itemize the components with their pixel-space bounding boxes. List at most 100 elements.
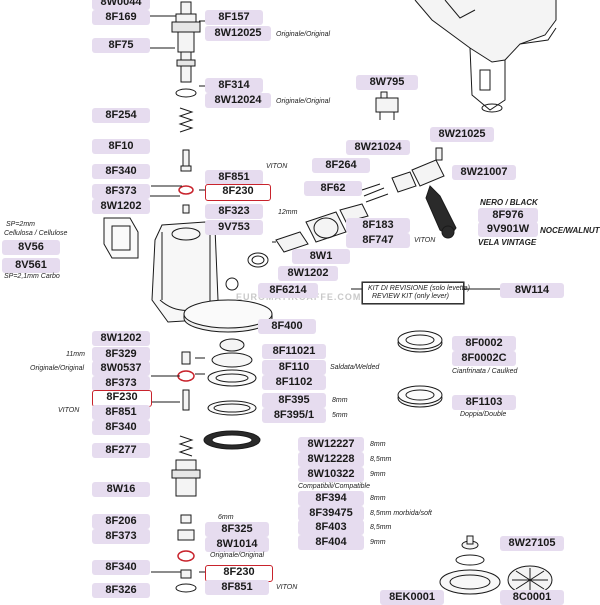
note-double: Doppia/Double (460, 411, 507, 418)
part-label-8F6214[interactable]: 8F6214 (258, 283, 318, 298)
part-label-8F403[interactable]: 8F403 (298, 520, 364, 535)
note-8-5mm-soft: 8,5mm morbida/soft (370, 510, 432, 517)
part-label-8F340-3[interactable]: 8F340 (92, 560, 150, 575)
note-viton: VITON (58, 407, 80, 414)
part-label-8F394[interactable]: 8F394 (298, 491, 364, 506)
part-label-8W114[interactable]: 8W114 (500, 283, 564, 298)
note-welded: Saldata/Welded (330, 364, 380, 371)
note-12mm: 12mm (278, 209, 298, 216)
note-original: Originale/Original (210, 552, 265, 559)
note-viton: VITON (414, 237, 436, 244)
note-original: Originale/Original (276, 31, 331, 38)
part-label-8V561[interactable]: 8V561 (2, 258, 60, 273)
note-cellulose: Cellulosa / Cellulose (4, 230, 68, 237)
part-label-8F373[interactable]: 8F373 (92, 184, 150, 199)
note-sp-2mm: SP=2mm (6, 221, 35, 228)
part-label-8F326[interactable]: 8F326 (92, 583, 150, 598)
part-label-8W12228[interactable]: 8W12228 (298, 452, 364, 467)
note-vela-vintage: VELA VINTAGE (478, 238, 537, 247)
part-label-8C0001[interactable]: 8C0001 (500, 590, 564, 605)
note-9mm: 9mm (370, 471, 386, 478)
part-label-8F747[interactable]: 8F747 (346, 233, 410, 248)
note-kit-di-revisione: KIT DI REVISIONE (solo levetta) (368, 285, 470, 292)
part-label-8F110[interactable]: 8F110 (262, 360, 326, 375)
part-label-8F395-1[interactable]: 8F395/1 (262, 408, 326, 423)
part-label-8F323[interactable]: 8F323 (205, 204, 263, 219)
part-label-8EK0001[interactable]: 8EK0001 (380, 590, 444, 605)
part-label-8F264[interactable]: 8F264 (312, 158, 370, 173)
part-label-8F325[interactable]: 8F325 (205, 522, 269, 537)
part-label-8F329[interactable]: 8F329 (92, 347, 150, 362)
part-label-8W0537[interactable]: 8W0537 (92, 361, 150, 376)
part-label-8F340-2[interactable]: 8F340 (92, 420, 150, 435)
part-label-9V901W[interactable]: 9V901W (478, 222, 538, 237)
note-noce-walnut: NOCE/WALNUT (540, 226, 600, 235)
part-label-8F10[interactable]: 8F10 (92, 139, 150, 154)
part-label-8F0002[interactable]: 8F0002 (452, 336, 516, 351)
part-label-8W12025[interactable]: 8W12025 (205, 26, 271, 41)
part-label-8F851-2[interactable]: 8F851 (92, 405, 150, 420)
part-label-8F400[interactable]: 8F400 (258, 319, 316, 334)
part-label-8F183[interactable]: 8F183 (346, 218, 410, 233)
part-label-8V56[interactable]: 8V56 (2, 240, 60, 255)
part-label-8F976[interactable]: 8F976 (478, 208, 538, 223)
part-label-8W12024[interactable]: 8W12024 (205, 93, 271, 108)
part-label-8F395[interactable]: 8F395 (262, 393, 326, 408)
part-label-8F254[interactable]: 8F254 (92, 108, 150, 123)
part-label-8F277[interactable]: 8F277 (92, 443, 150, 458)
part-label-8W1[interactable]: 8W1 (292, 249, 350, 264)
part-label-8W10322[interactable]: 8W10322 (298, 467, 364, 482)
note-review-kit: REVIEW KIT (only lever) (372, 293, 450, 300)
part-label-8W21025[interactable]: 8W21025 (430, 127, 494, 142)
note-11mm: 11mm (66, 351, 85, 358)
part-label-8F11021[interactable]: 8F11021 (262, 344, 326, 359)
note-viton: VITON (276, 584, 298, 591)
part-label-9V753[interactable]: 9V753 (205, 220, 263, 235)
part-label-8F851-3[interactable]: 8F851 (205, 580, 269, 595)
part-label-8F39475[interactable]: 8F39475 (298, 506, 364, 521)
note-8-5mm: 8,5mm (370, 456, 392, 463)
part-label-8W27105[interactable]: 8W27105 (500, 536, 564, 551)
review-kit-box (362, 282, 464, 304)
part-label-8F404[interactable]: 8F404 (298, 535, 364, 550)
part-label-8F157[interactable]: 8F157 (205, 10, 263, 25)
part-label-8W1202-2[interactable]: 8W1202 (278, 266, 338, 281)
part-label-8W21007[interactable]: 8W21007 (452, 165, 516, 180)
part-label-8F75[interactable]: 8F75 (92, 38, 150, 53)
note-sp-2-1mm-carbo: SP=2,1mm Carbo (4, 273, 60, 280)
part-label-8F851[interactable]: 8F851 (205, 170, 263, 185)
part-label-8F340[interactable]: 8F340 (92, 164, 150, 179)
part-label-8W16[interactable]: 8W16 (92, 482, 150, 497)
part-label-8W1014[interactable]: 8W1014 (205, 537, 269, 552)
part-label-8F230-highlighted[interactable]: 8F230 (205, 184, 271, 201)
part-label-8F206[interactable]: 8F206 (92, 514, 150, 529)
part-label-8F1103[interactable]: 8F1103 (452, 395, 516, 410)
note-original: Originale/Original (30, 365, 85, 372)
part-label-8F314[interactable]: 8F314 (205, 78, 263, 93)
note-8mm: 8mm (370, 495, 386, 502)
note-8mm: 8mm (370, 441, 386, 448)
part-label-8W12227[interactable]: 8W12227 (298, 437, 364, 452)
part-label-8F169[interactable]: 8F169 (92, 10, 150, 25)
part-label-8F373-3[interactable]: 8F373 (92, 529, 150, 544)
note-viton: VITON (266, 163, 288, 170)
note-6mm: 6mm (218, 514, 234, 521)
part-label-8W795[interactable]: 8W795 (356, 75, 418, 90)
note-caulked: Cianfrinata / Caulked (452, 368, 518, 375)
note-5mm: 5mm (332, 412, 348, 419)
part-label-8F0002C[interactable]: 8F0002C (452, 351, 516, 366)
part-label-8W1202[interactable]: 8W1202 (92, 199, 150, 214)
part-label-8F1102[interactable]: 8F1102 (262, 375, 326, 390)
part-label-8W1202-3[interactable]: 8W1202 (92, 331, 150, 346)
note-nero-black: NERO / BLACK (480, 198, 538, 207)
part-label-8F373-2[interactable]: 8F373 (92, 376, 150, 391)
note-8-5mm: 8,5mm (370, 524, 392, 531)
part-label-8F62[interactable]: 8F62 (304, 181, 362, 196)
note-8mm: 8mm (332, 397, 348, 404)
part-label-8W21024[interactable]: 8W21024 (346, 140, 410, 155)
note-9mm: 9mm (370, 539, 386, 546)
note-compatible: Compatibili/Compatible (298, 483, 370, 490)
part-label-8W0044[interactable]: 8W0044 (92, 0, 150, 10)
